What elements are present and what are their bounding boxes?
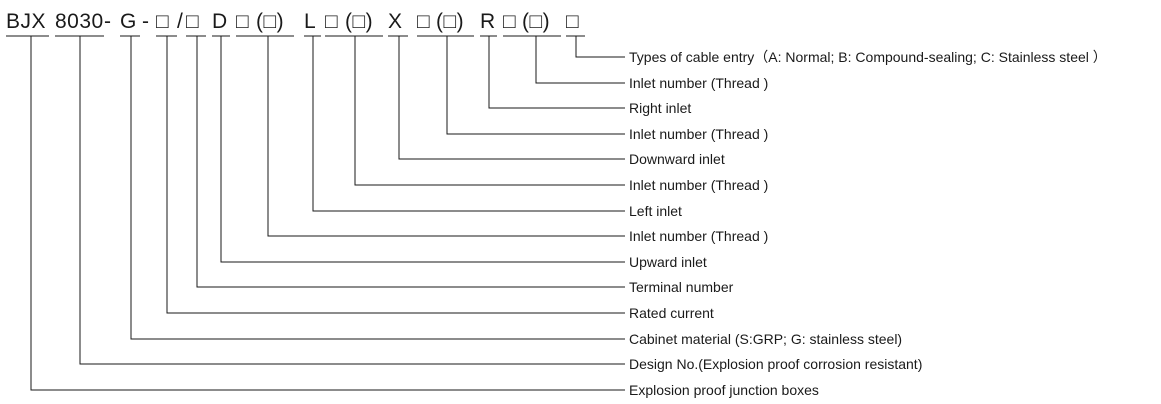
leader-upward-thread (267, 36, 625, 237)
leader-design-no (79, 36, 625, 365)
leader-downward-thread (446, 36, 625, 135)
code-seg-cable-entry: □ (566, 10, 579, 33)
code-seg-series: BJX (6, 10, 46, 33)
leader-right-inlet (488, 36, 625, 109)
code-seg-downward-thread: (□) (436, 10, 464, 33)
leader-left-inlet (312, 36, 625, 212)
leader-right-thread (535, 36, 625, 84)
leader-lines (30, 36, 625, 391)
label-design-no: Design No.(Explosion proof corrosion res… (629, 356, 922, 372)
label-product-series: Explosion proof junction boxes (629, 382, 819, 398)
label-left-inlet: Left inlet (629, 203, 682, 219)
label-right-inlet: Right inlet (629, 100, 691, 116)
label-cable-entry-type: Types of cable entry（A: Normal; B: Compo… (629, 49, 1107, 65)
label-upward-inlet: Upward inlet (629, 254, 707, 270)
label-left-inlet-thread: Inlet number (Thread ) (629, 177, 768, 193)
code-seg-downward-inlet: □ (417, 10, 430, 33)
model-code: BJX 8030 - G - □ / □ D □ (□) L □ (□) X □… (6, 10, 579, 33)
code-seg-upward-letter: D (212, 10, 228, 33)
code-seg-right-inlet: □ (503, 10, 516, 33)
code-seg-dash-2: - (142, 10, 150, 33)
label-right-inlet-thread: Inlet number (Thread ) (629, 75, 768, 91)
code-seg-dash-1: - (104, 10, 112, 33)
code-seg-left-letter: L (304, 10, 316, 33)
code-seg-downward-letter: X (388, 10, 403, 33)
leader-left-thread (354, 36, 625, 186)
legend-labels: Types of cable entry（A: Normal; B: Compo… (629, 49, 1107, 398)
label-terminal-number: Terminal number (629, 279, 734, 295)
label-rated-current: Rated current (629, 305, 714, 321)
leader-series (30, 36, 625, 391)
code-seg-material: G (120, 10, 137, 33)
leader-rated-current (166, 36, 625, 314)
leader-cabinet-material (130, 36, 625, 340)
code-seg-terminal-number: □ (186, 10, 199, 33)
label-upward-inlet-thread: Inlet number (Thread ) (629, 228, 768, 244)
code-seg-left-inlet: □ (325, 10, 338, 33)
code-seg-right-thread: (□) (522, 10, 550, 33)
code-seg-right-letter: R (480, 10, 496, 33)
leader-terminal-number (196, 36, 625, 288)
code-seg-upward-inlet: □ (236, 10, 249, 33)
leader-upward-inlet (220, 36, 625, 263)
leader-downward-inlet (398, 36, 625, 160)
code-seg-upward-thread: (□) (256, 10, 284, 33)
label-cabinet-material: Cabinet material (S:GRP; G: stainless st… (629, 331, 902, 347)
leader-cable-entry (575, 36, 625, 58)
code-seg-left-thread: (□) (345, 10, 373, 33)
code-seg-slash: / (177, 10, 183, 33)
label-downward-inlet: Downward inlet (629, 151, 725, 167)
code-seg-design-no: 8030 (55, 10, 104, 33)
label-downward-inlet-thread: Inlet number (Thread ) (629, 126, 768, 142)
code-seg-rated-current: □ (156, 10, 169, 33)
